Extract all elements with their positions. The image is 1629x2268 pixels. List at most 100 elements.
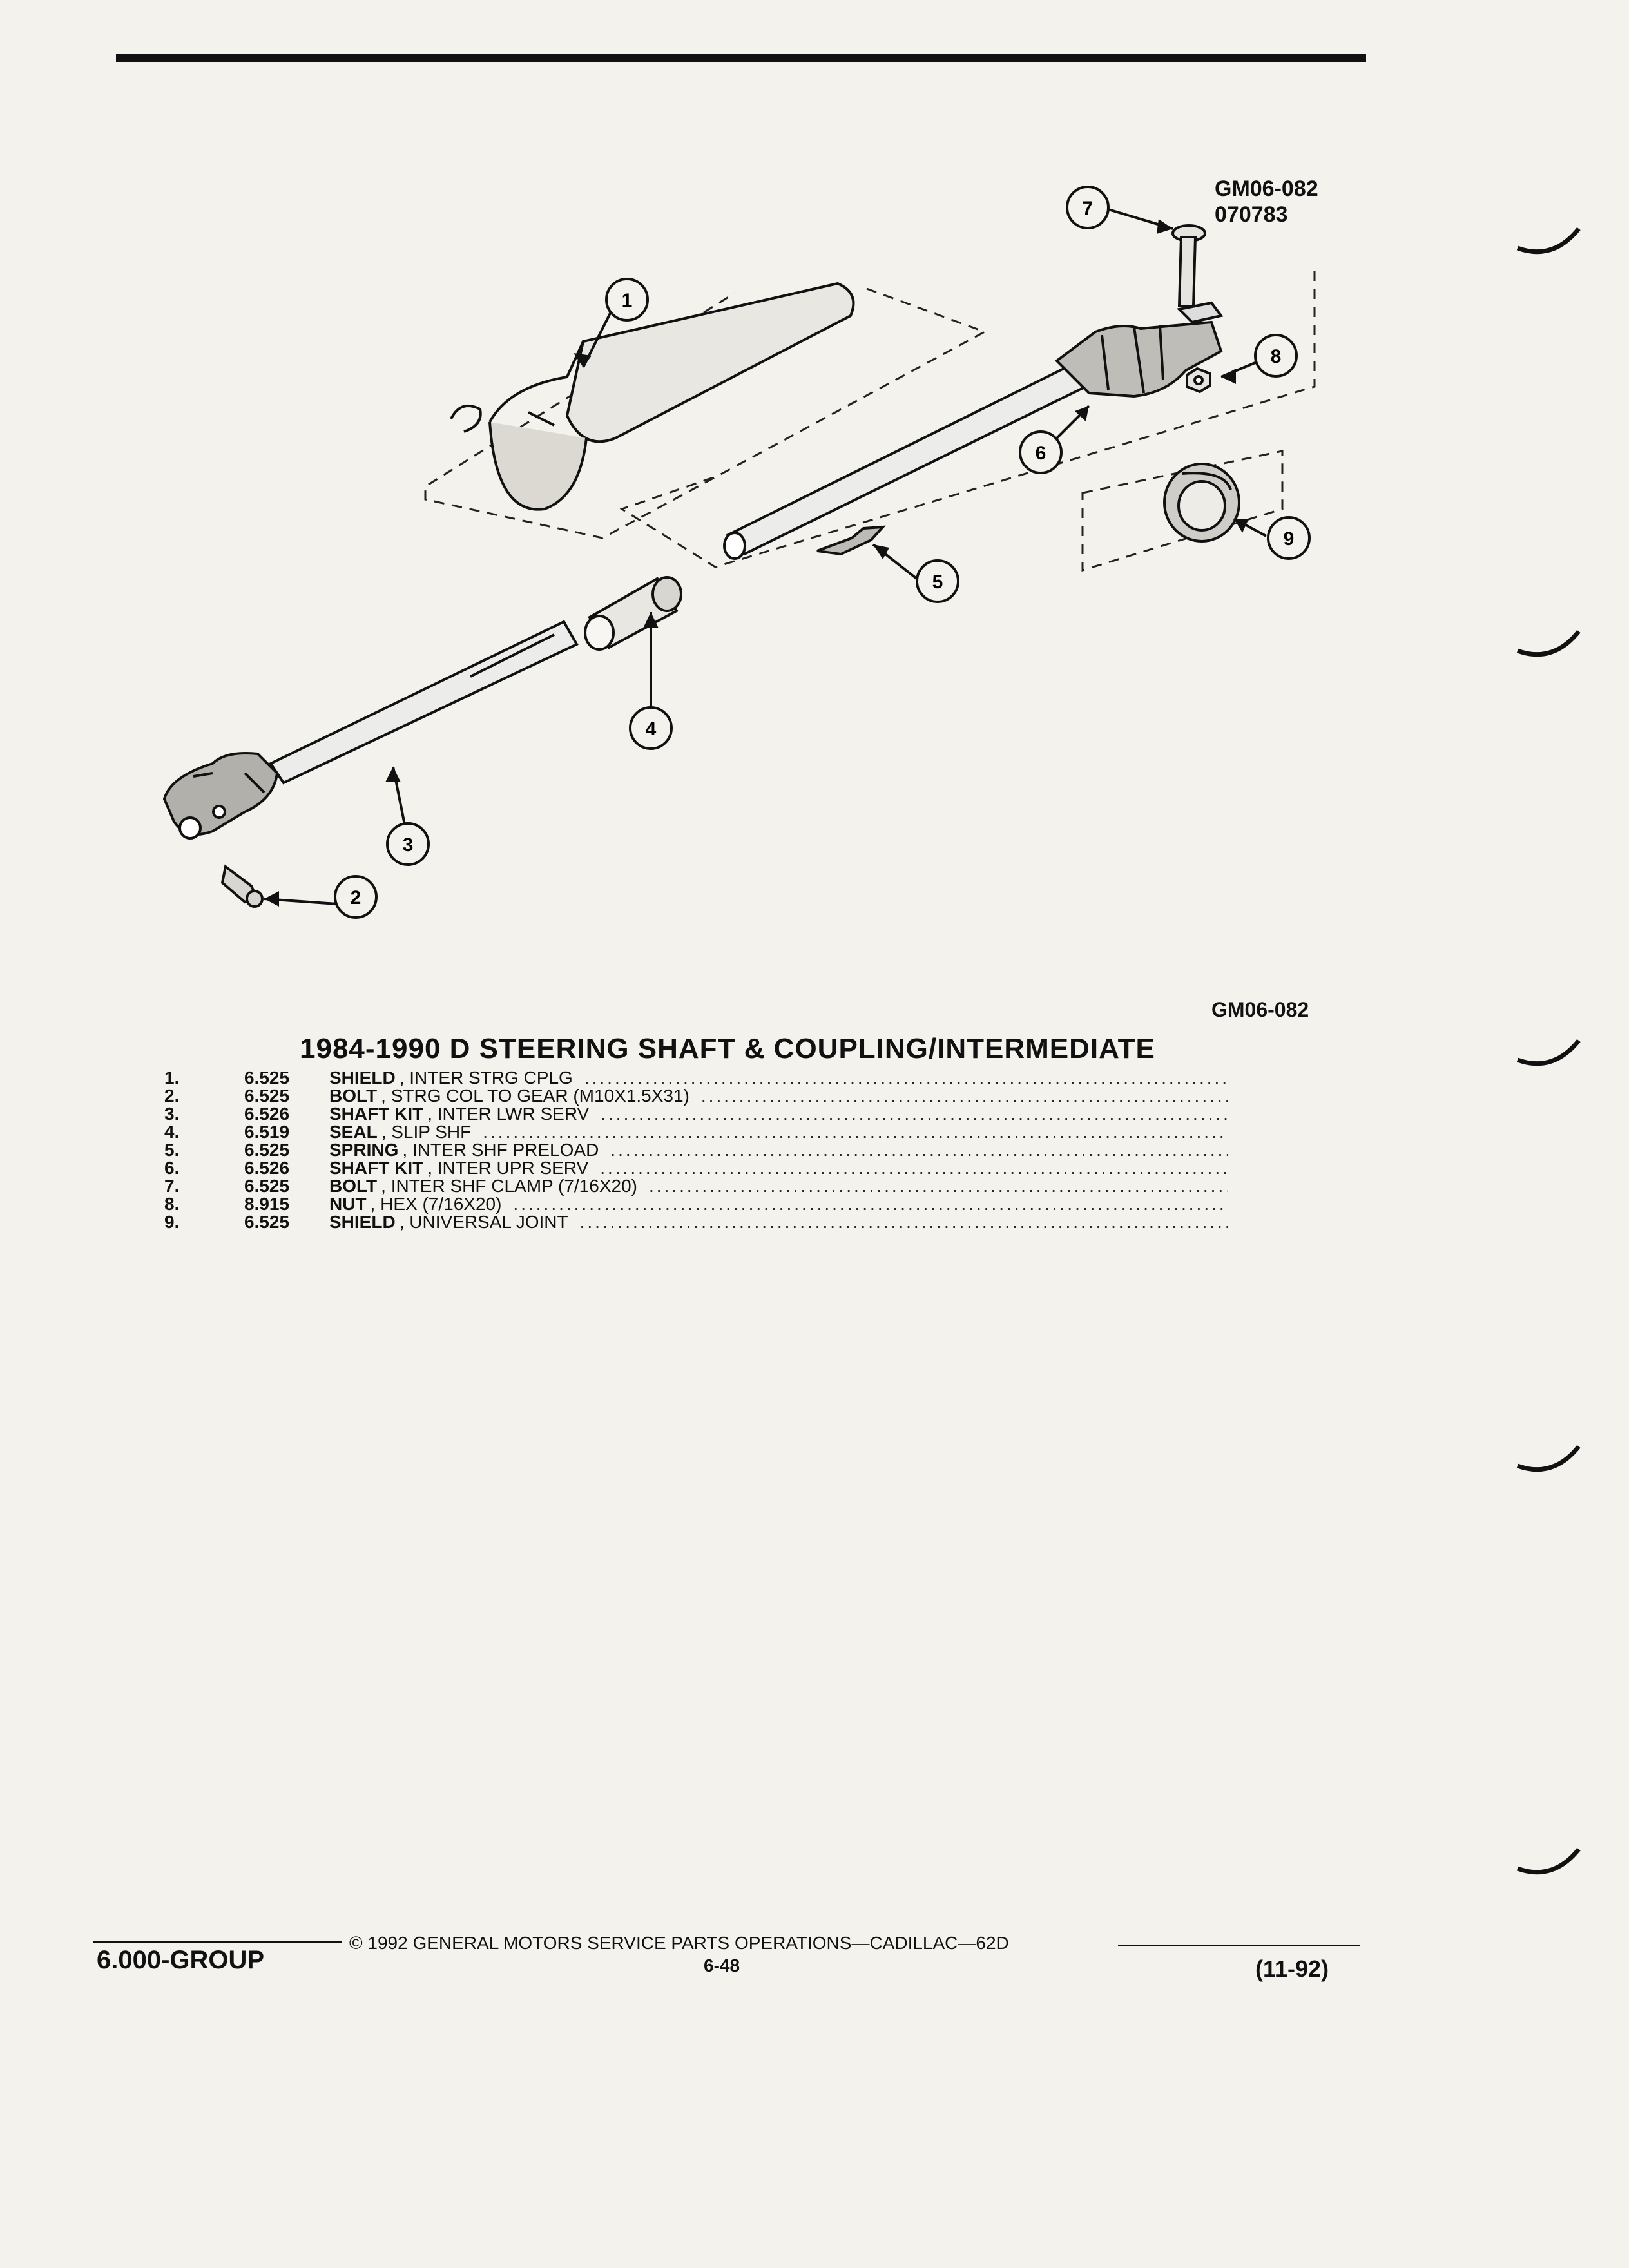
callout-4: 4: [629, 706, 673, 750]
parts-list-item: 6. 6.526 SHAFT KIT, INTER UPR SERV: [164, 1159, 1228, 1177]
part-number: 2.: [164, 1086, 180, 1106]
part-number: 8.: [164, 1194, 180, 1214]
margin-punch-mark: [1516, 1847, 1581, 1875]
part-number: 6.: [164, 1158, 180, 1178]
part-description: , UNIVERSAL JOINT: [399, 1212, 568, 1232]
top-rule: [116, 54, 1366, 62]
footer-date: (11-92): [1255, 1956, 1329, 1982]
part-description: , INTER STRG CPLG: [399, 1068, 573, 1088]
part-joint-shield: [1163, 463, 1240, 543]
part-name: SPRING: [329, 1140, 399, 1160]
part-preload-spring: [816, 525, 886, 556]
part-description: , SLIP SHF: [381, 1122, 472, 1142]
callout-8: 8: [1254, 334, 1298, 378]
part-name: SHAFT KIT: [329, 1158, 424, 1178]
part-description: , INTER UPR SERV: [427, 1158, 589, 1178]
part-number: 5.: [164, 1140, 180, 1160]
part-number: 4.: [164, 1122, 180, 1142]
part-name: SHIELD: [329, 1212, 396, 1232]
part-slip-seal: [584, 576, 682, 651]
part-name: BOLT: [329, 1086, 378, 1106]
footer-rule-right: [1118, 1945, 1360, 1946]
part-group-code: 6.526: [244, 1104, 290, 1124]
part-clamp-bolt: [1171, 224, 1206, 307]
parts-list-item: 1. 6.525 SHIELD, INTER STRG CPLG: [164, 1069, 1228, 1087]
exploded-parts-diagram: 1 2 3 4 5 6 7 8 9: [162, 186, 1316, 919]
part-name: BOLT: [329, 1176, 378, 1196]
callout-9-label: 9: [1284, 528, 1295, 550]
margin-punch-mark: [1516, 1039, 1581, 1066]
parts-list-item: 3. 6.526 SHAFT KIT, INTER LWR SERV: [164, 1105, 1228, 1123]
part-group-code: 8.915: [244, 1194, 290, 1214]
callout-4-label: 4: [646, 718, 657, 740]
part-upper-shaft: [723, 301, 1224, 560]
part-name: SHAFT KIT: [329, 1104, 424, 1124]
group-outline-upper-shaft: [619, 271, 1316, 568]
callout-1: 1: [605, 278, 649, 322]
dot-leader: [600, 1159, 1228, 1177]
part-description: , INTER SHF CLAMP (7/16X20): [381, 1176, 637, 1196]
section-title: 1984-1990 D STEERING SHAFT & COUPLING/IN…: [300, 1033, 1155, 1064]
part-number: 7.: [164, 1176, 180, 1196]
part-hex-nut: [1186, 367, 1211, 394]
parts-list-item: 8. 8.915 NUT, HEX (7/16X20): [164, 1195, 1228, 1213]
dot-leader: [483, 1123, 1228, 1141]
group-outline-shield: [424, 287, 987, 539]
dot-leader: [701, 1087, 1228, 1105]
part-description: , HEX (7/16X20): [370, 1194, 502, 1214]
part-gear-bolt: [220, 864, 264, 908]
callout-2: 2: [334, 875, 378, 919]
part-number: 3.: [164, 1104, 180, 1124]
part-name: SHIELD: [329, 1068, 396, 1088]
parts-list-item: 7. 6.525 BOLT, INTER SHF CLAMP (7/16X20): [164, 1177, 1228, 1195]
dot-leader: [601, 1105, 1228, 1123]
part-name: NUT: [329, 1194, 367, 1214]
part-group-code: 6.519: [244, 1122, 290, 1142]
callout-6-label: 6: [1036, 443, 1046, 464]
part-group-code: 6.525: [244, 1212, 290, 1232]
group-outline-joint-shield: [1081, 450, 1284, 572]
part-shield-coupling: [450, 282, 855, 511]
part-group-code: 6.526: [244, 1158, 290, 1178]
diagram-ref-date: 070783: [1215, 202, 1288, 227]
callout-8-label: 8: [1271, 346, 1282, 367]
parts-list-item: 4. 6.519 SEAL, SLIP SHF: [164, 1123, 1228, 1141]
callout-2-label: 2: [351, 887, 361, 908]
dot-leader: [513, 1195, 1228, 1213]
part-description: , INTER LWR SERV: [427, 1104, 590, 1124]
page-number: 6-48: [704, 1956, 740, 1975]
margin-punch-mark: [1516, 227, 1581, 255]
callout-5-label: 5: [932, 572, 943, 593]
leader-arrowheads: [264, 219, 1249, 907]
dot-leader: [649, 1177, 1228, 1195]
parts-list-item: 9. 6.525 SHIELD, UNIVERSAL JOINT: [164, 1213, 1228, 1231]
callout-7-label: 7: [1083, 198, 1094, 219]
part-name: SEAL: [329, 1122, 378, 1142]
dot-leader: [610, 1141, 1228, 1159]
callout-5: 5: [916, 559, 959, 603]
part-lower-shaft: [162, 620, 579, 840]
margin-punch-mark: [1516, 1445, 1581, 1472]
dot-leader: [580, 1213, 1228, 1231]
margin-punch-mark: [1516, 629, 1581, 657]
part-group-code: 6.525: [244, 1140, 290, 1160]
footer-rule-left: [93, 1941, 342, 1943]
callout-1-label: 1: [622, 290, 633, 311]
part-group-code: 6.525: [244, 1176, 290, 1196]
callout-7: 7: [1066, 186, 1110, 229]
dot-leader: [584, 1069, 1228, 1087]
part-number: 1.: [164, 1068, 180, 1088]
part-number: 9.: [164, 1212, 180, 1232]
part-description: , STRG COL TO GEAR (M10X1.5X31): [381, 1086, 689, 1106]
callout-3-label: 3: [403, 834, 414, 856]
footer-group: 6.000-GROUP: [97, 1946, 265, 1974]
part-group-code: 6.525: [244, 1086, 290, 1106]
footer-copyright: © 1992 GENERAL MOTORS SERVICE PARTS OPER…: [349, 1933, 1009, 1953]
callout-6: 6: [1019, 430, 1063, 474]
diagram-caption-code: GM06-082: [1211, 998, 1309, 1021]
part-group-code: 6.525: [244, 1068, 290, 1088]
callout-bubbles: 1 2 3 4 5 6 7 8 9: [334, 186, 1311, 919]
